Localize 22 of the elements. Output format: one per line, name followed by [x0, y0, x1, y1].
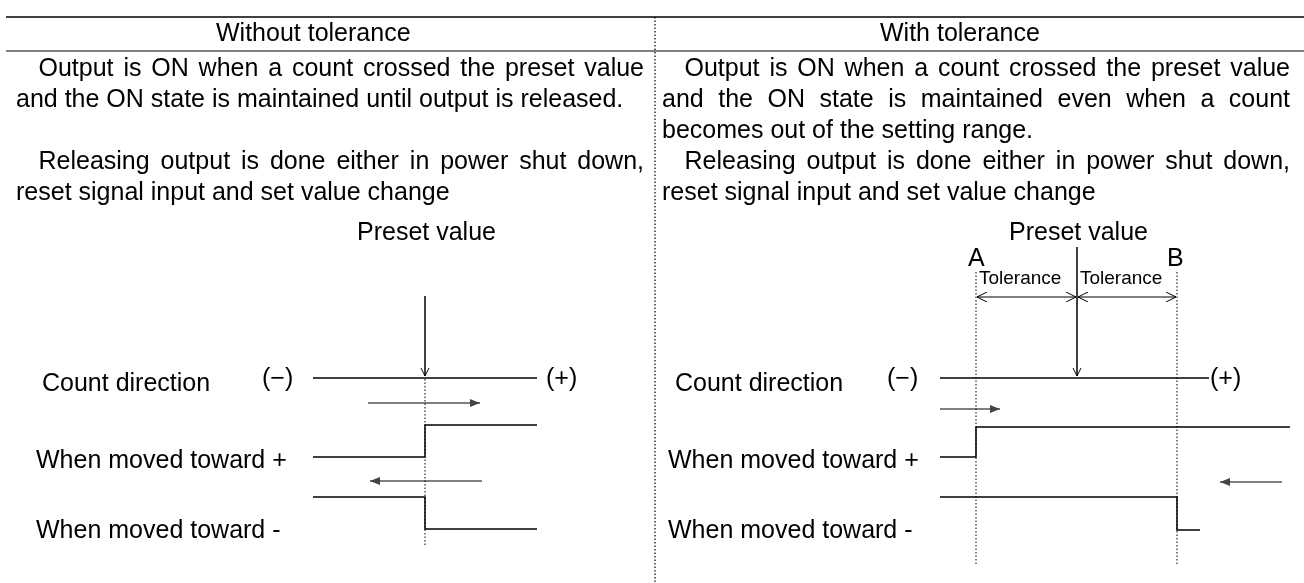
description-paragraph: Releasing output is done either in power shut down, reset signal input and set value change: [662, 145, 1290, 207]
axis-label: (+): [546, 365, 578, 390]
axis-label: Count direction: [42, 370, 211, 395]
dimension-label: Tolerance: [979, 268, 1062, 287]
axis-label: (−): [262, 365, 294, 390]
column-heading: Without tolerance: [216, 20, 411, 45]
column-heading: With tolerance: [880, 20, 1040, 45]
dimension-label: Tolerance: [1080, 268, 1163, 287]
axis-label: Preset value: [357, 219, 496, 244]
axis-label: (−): [887, 365, 919, 390]
point-label: B: [1167, 245, 1184, 270]
axis-label: Count direction: [675, 370, 844, 395]
axis-label: (+): [1210, 365, 1242, 390]
axis-label: Preset value: [1009, 219, 1148, 244]
row-label: When moved toward +: [668, 447, 919, 472]
description-paragraph: Releasing output is done either in power shut down, reset signal input and set value change: [16, 145, 644, 207]
row-label: When moved toward -: [36, 517, 281, 542]
description-paragraph: Output is ON when a count crossed the preset value and the ON state is maintained even when a count becomes out of the setting range.: [662, 52, 1290, 145]
row-label: When moved toward +: [36, 447, 287, 472]
description-paragraph: Output is ON when a count crossed the preset value and the ON state is maintained until output is released.: [16, 52, 644, 114]
point-label: A: [968, 245, 985, 270]
row-label: When moved toward -: [668, 517, 913, 542]
